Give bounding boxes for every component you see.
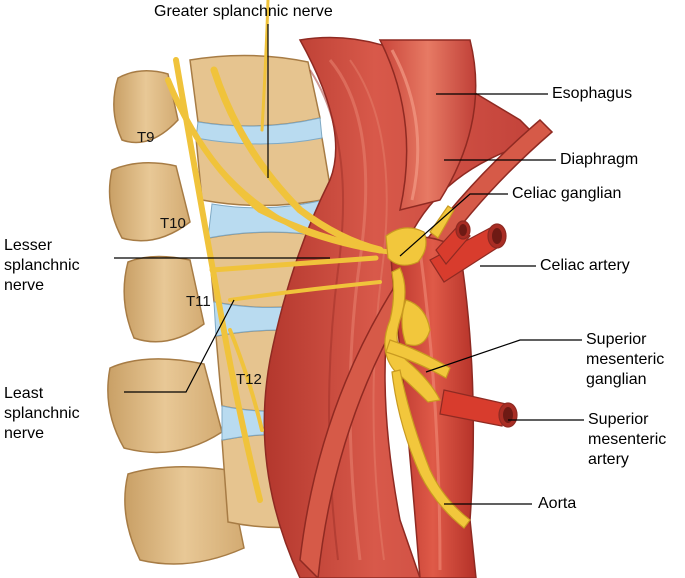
leader-sm-ganglion <box>425 339 582 373</box>
label-smg-line-2: mesenteric <box>586 351 665 368</box>
esophagus <box>378 39 477 212</box>
vertebra-label-t11: T11 <box>186 293 211 310</box>
vertebra-label-t9: T9 <box>137 129 155 146</box>
spinous-process-t11 <box>123 255 205 343</box>
label-celiac-artery: Celiac artery <box>540 257 630 274</box>
label-esophagus: Esophagus <box>552 85 633 102</box>
label-sma-line-1: Superior <box>588 411 649 428</box>
ganglion-plexus <box>384 205 471 529</box>
vertebra-label-t10: T10 <box>160 215 186 232</box>
label-smg-line-1: Superior <box>586 331 647 348</box>
label-superior-mesenteric-artery: Superior mesenteric artery <box>588 410 666 470</box>
leader-lines <box>114 24 584 505</box>
spinous-process-t9 <box>113 70 179 144</box>
label-aorta: Aorta <box>538 495 577 512</box>
spinous-process-t10 <box>108 162 191 242</box>
spinous-process-t12 <box>107 358 223 454</box>
spinous-process-l1 <box>124 466 245 565</box>
label-sma-line-2: mesenteric <box>588 431 667 448</box>
label-diaphragm: Diaphragm <box>560 151 639 168</box>
label-lesser-line-1: Lesser <box>4 237 53 254</box>
vertebral-body-t9 <box>189 54 321 127</box>
celiac-artery <box>429 220 507 283</box>
label-lesser-line-2: splanchnic <box>4 257 80 274</box>
diaphragm-band <box>299 118 554 578</box>
vertebra-label-t12: T12 <box>236 371 262 388</box>
label-greater-splanchnic-nerve: Greater splanchnic nerve <box>154 3 333 20</box>
label-least-splanchnic-nerve: Least splanchnic nerve <box>4 384 80 444</box>
label-smg-line-3: ganglian <box>586 371 647 388</box>
leader-least <box>124 299 235 393</box>
label-least-line-1: Least <box>4 385 44 402</box>
label-lesser-splanchnic-nerve: Lesser splanchnic nerve <box>4 236 80 296</box>
superior-mesenteric-artery <box>439 389 518 428</box>
label-lesser-line-3: nerve <box>4 277 45 294</box>
splanchnic-nerves <box>165 0 393 503</box>
label-celiac-ganglion: Celiac ganglian <box>512 185 622 202</box>
label-least-line-3: nerve <box>4 425 45 442</box>
label-sma-line-3: artery <box>588 451 629 468</box>
leader-celiac-ganglion <box>399 193 508 257</box>
label-superior-mesenteric-ganglion: Superior mesenteric ganglian <box>586 330 664 390</box>
label-least-line-2: splanchnic <box>4 405 80 422</box>
